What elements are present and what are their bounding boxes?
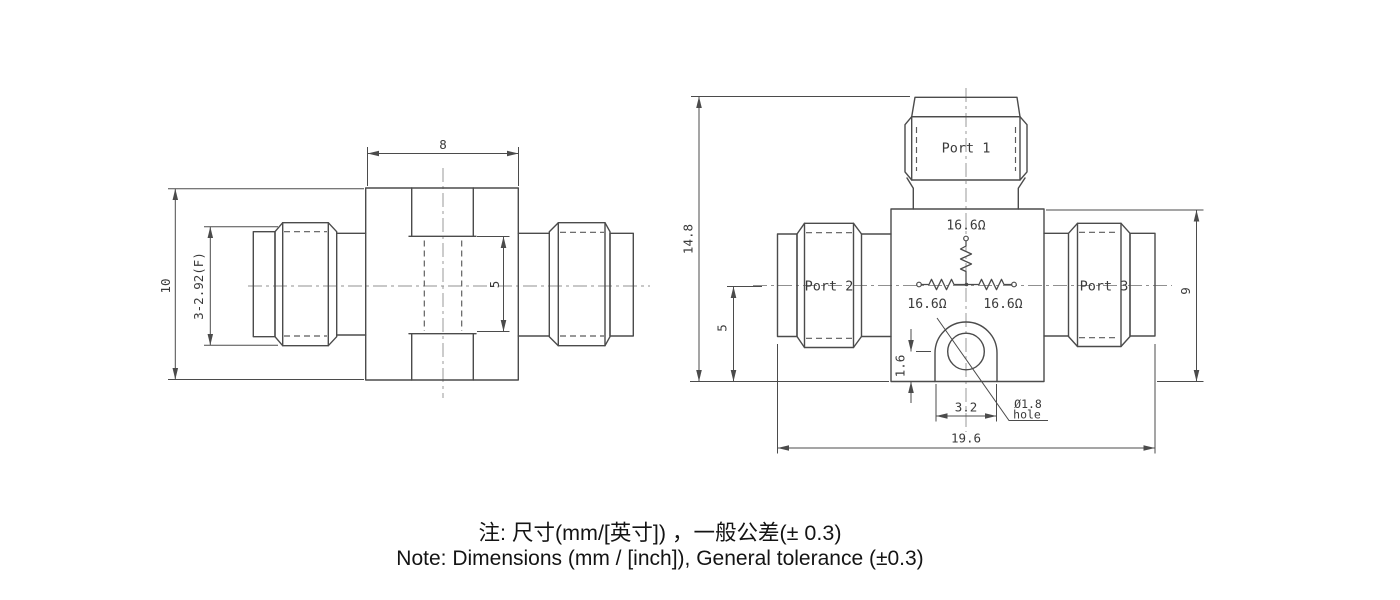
resistor-top-zigzag [959,240,973,285]
dim-label-1-6: 1.6 [893,355,908,378]
resistor-left-zigzag [921,278,967,291]
side-view: 8 10 3-2.92(F) 5 [158,137,650,398]
dim-label-5-front: 5 [715,324,730,332]
resistor-value-top: 16.6Ω [946,219,985,234]
dim-label-14-8: 14.8 [681,224,696,254]
dim-tab-width-3-2: 3.2 [935,384,997,422]
front-view-body [776,96,1156,383]
resistor-node-left [916,281,922,288]
dim-bore-5: 5 [477,236,510,332]
side-left-connector [252,222,367,347]
port1-connector [904,96,1028,210]
front-view-hidden-lines [806,127,1119,339]
dim-center-to-bottom-5: 5 [715,286,762,382]
side-view-centerlines [248,168,650,398]
notes: 注: 尺寸(mm/[英寸]) ，一般公差(± 0.3) Note: Dimens… [396,521,923,570]
dim-label-9: 9 [1178,287,1193,295]
body-block [365,187,519,381]
resistor-value-left: 16.6Ω [907,297,946,312]
resistor-node-top [963,235,969,242]
dim-overall-height-14-8: 14.8 [681,96,910,382]
port3-label: Port 3 [1080,279,1129,295]
dim-overall-width-19-6: 19.6 [777,344,1156,454]
resistor-right-zigzag [966,278,1012,291]
port3-connector [1043,222,1156,348]
hole-word-label: hole [1013,408,1041,422]
resistor-junction-dot [964,282,969,287]
front-body-block [890,208,1045,383]
hole-circle [947,332,986,371]
dim-label-5-side: 5 [487,281,502,289]
bottom-notch [408,333,477,381]
hole-callout: Ø1.8 hole [936,317,1048,422]
dim-connector-spec: 3-2.92(F) [191,226,278,346]
dim-label-8: 8 [439,137,447,152]
port1-label: Port 1 [942,141,991,157]
side-view-hidden-lines [284,231,604,337]
front-view: Port 1 Port 2 Port 3 16.6Ω 16.6Ω 16.6Ω Ø… [681,88,1204,454]
port2-label: Port 2 [805,279,854,295]
dim-width-8: 8 [367,137,519,186]
dim-label-10: 10 [158,278,173,293]
mounting-hole [934,321,998,383]
front-view-centerlines [753,88,1172,432]
dim-label-19-6: 19.6 [951,431,981,446]
dim-hole-offset-1-6: 1.6 [893,329,931,403]
port2-connector [776,222,892,349]
note-line-zh: 注: 尺寸(mm/[英寸]) ，一般公差(± 0.3) [479,521,842,545]
note-line-en: Note: Dimensions (mm / [inch]), General … [396,547,923,570]
hole-diameter-label: Ø1.8 [1014,397,1042,411]
resistor-value-right: 16.6Ω [983,297,1022,312]
side-right-connector [517,222,634,347]
dim-label-3-2: 3.2 [955,400,978,415]
side-view-body [252,187,634,381]
dim-label-connector: 3-2.92(F) [191,252,206,320]
resistor-node-right [1011,281,1017,288]
dim-body-height-9: 9 [1046,209,1204,382]
top-notch [408,187,477,237]
resistor-network: 16.6Ω 16.6Ω 16.6Ω [907,219,1022,313]
dim-height-10: 10 [158,188,364,380]
